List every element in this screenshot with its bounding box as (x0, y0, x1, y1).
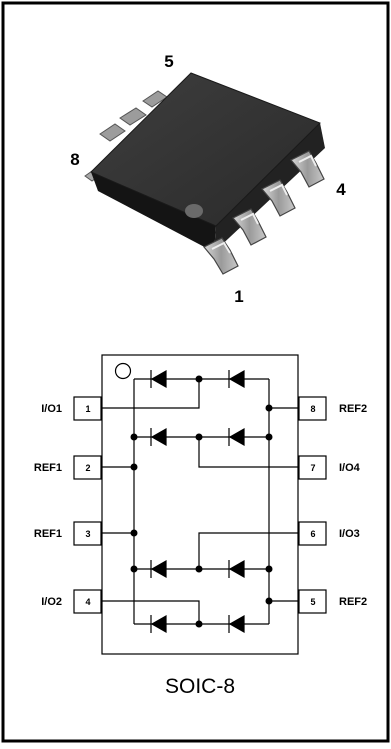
schematic (73, 354, 327, 655)
diode (150, 369, 167, 389)
diode (150, 427, 167, 447)
diode (150, 559, 167, 579)
diodes (150, 369, 245, 634)
pin-label-io1: I/O1 (41, 403, 62, 415)
pin-label-ref2: REF2 (339, 596, 367, 608)
pin-number: 5 (310, 597, 315, 607)
package-body-top (90, 72, 321, 227)
package-pin-label: 5 (164, 52, 173, 71)
diode (228, 369, 245, 389)
package-pin-label: 1 (234, 287, 243, 306)
pin-number: 6 (310, 529, 315, 539)
diode (228, 559, 245, 579)
pin-number: 7 (310, 463, 315, 473)
pin-number: 4 (85, 597, 90, 607)
schematic-pin-labels: I/O1 REF1 REF1 I/O2 REF2 I/O4 I/O3 REF2 (34, 403, 367, 608)
pin-label-ref1: REF1 (34, 462, 62, 474)
pin-number: 8 (310, 404, 315, 414)
pin-box-1 (73, 396, 102, 421)
package-body-side (91, 172, 216, 252)
pin-box-3 (73, 521, 102, 546)
pin-label-io2: I/O2 (41, 596, 62, 608)
pin-1-marker (114, 362, 132, 380)
pin-box-4 (73, 589, 102, 614)
package-pin-label: 8 (70, 150, 79, 169)
pin-box-5 (298, 589, 327, 614)
diode (228, 427, 245, 447)
pin-box-6 (298, 521, 327, 546)
pin-1-dot (185, 204, 203, 218)
pin-box-2 (73, 455, 102, 480)
pin-number: 2 (85, 463, 90, 473)
schematic-pin-numbers: 1 2 3 4 8 7 6 5 (85, 404, 315, 607)
lead-pin-1 (203, 237, 239, 275)
diode (150, 614, 167, 634)
diode (228, 614, 245, 634)
lead-pin-2 (232, 208, 267, 246)
lead-pin-4 (290, 150, 325, 188)
near-side-leads (203, 150, 325, 275)
pin-label-io4: I/O4 (339, 462, 361, 474)
package-pin-label: 4 (336, 180, 346, 199)
pin-number: 3 (85, 529, 90, 539)
pin-label-ref2: REF2 (339, 403, 367, 415)
junction-dots (130, 375, 273, 628)
far-side-leads (84, 90, 168, 182)
pin-label-io3: I/O3 (339, 528, 360, 540)
lead-pin-3 (261, 179, 296, 217)
package-3d-view: 5 8 4 1 (70, 52, 346, 306)
pin-label-ref1: REF1 (34, 528, 62, 540)
package-caption: SOIC-8 (165, 675, 235, 698)
pin-number: 1 (85, 404, 90, 414)
pin-box-8 (298, 396, 327, 421)
schematic-body (101, 354, 299, 655)
pin-box-7 (298, 455, 327, 480)
